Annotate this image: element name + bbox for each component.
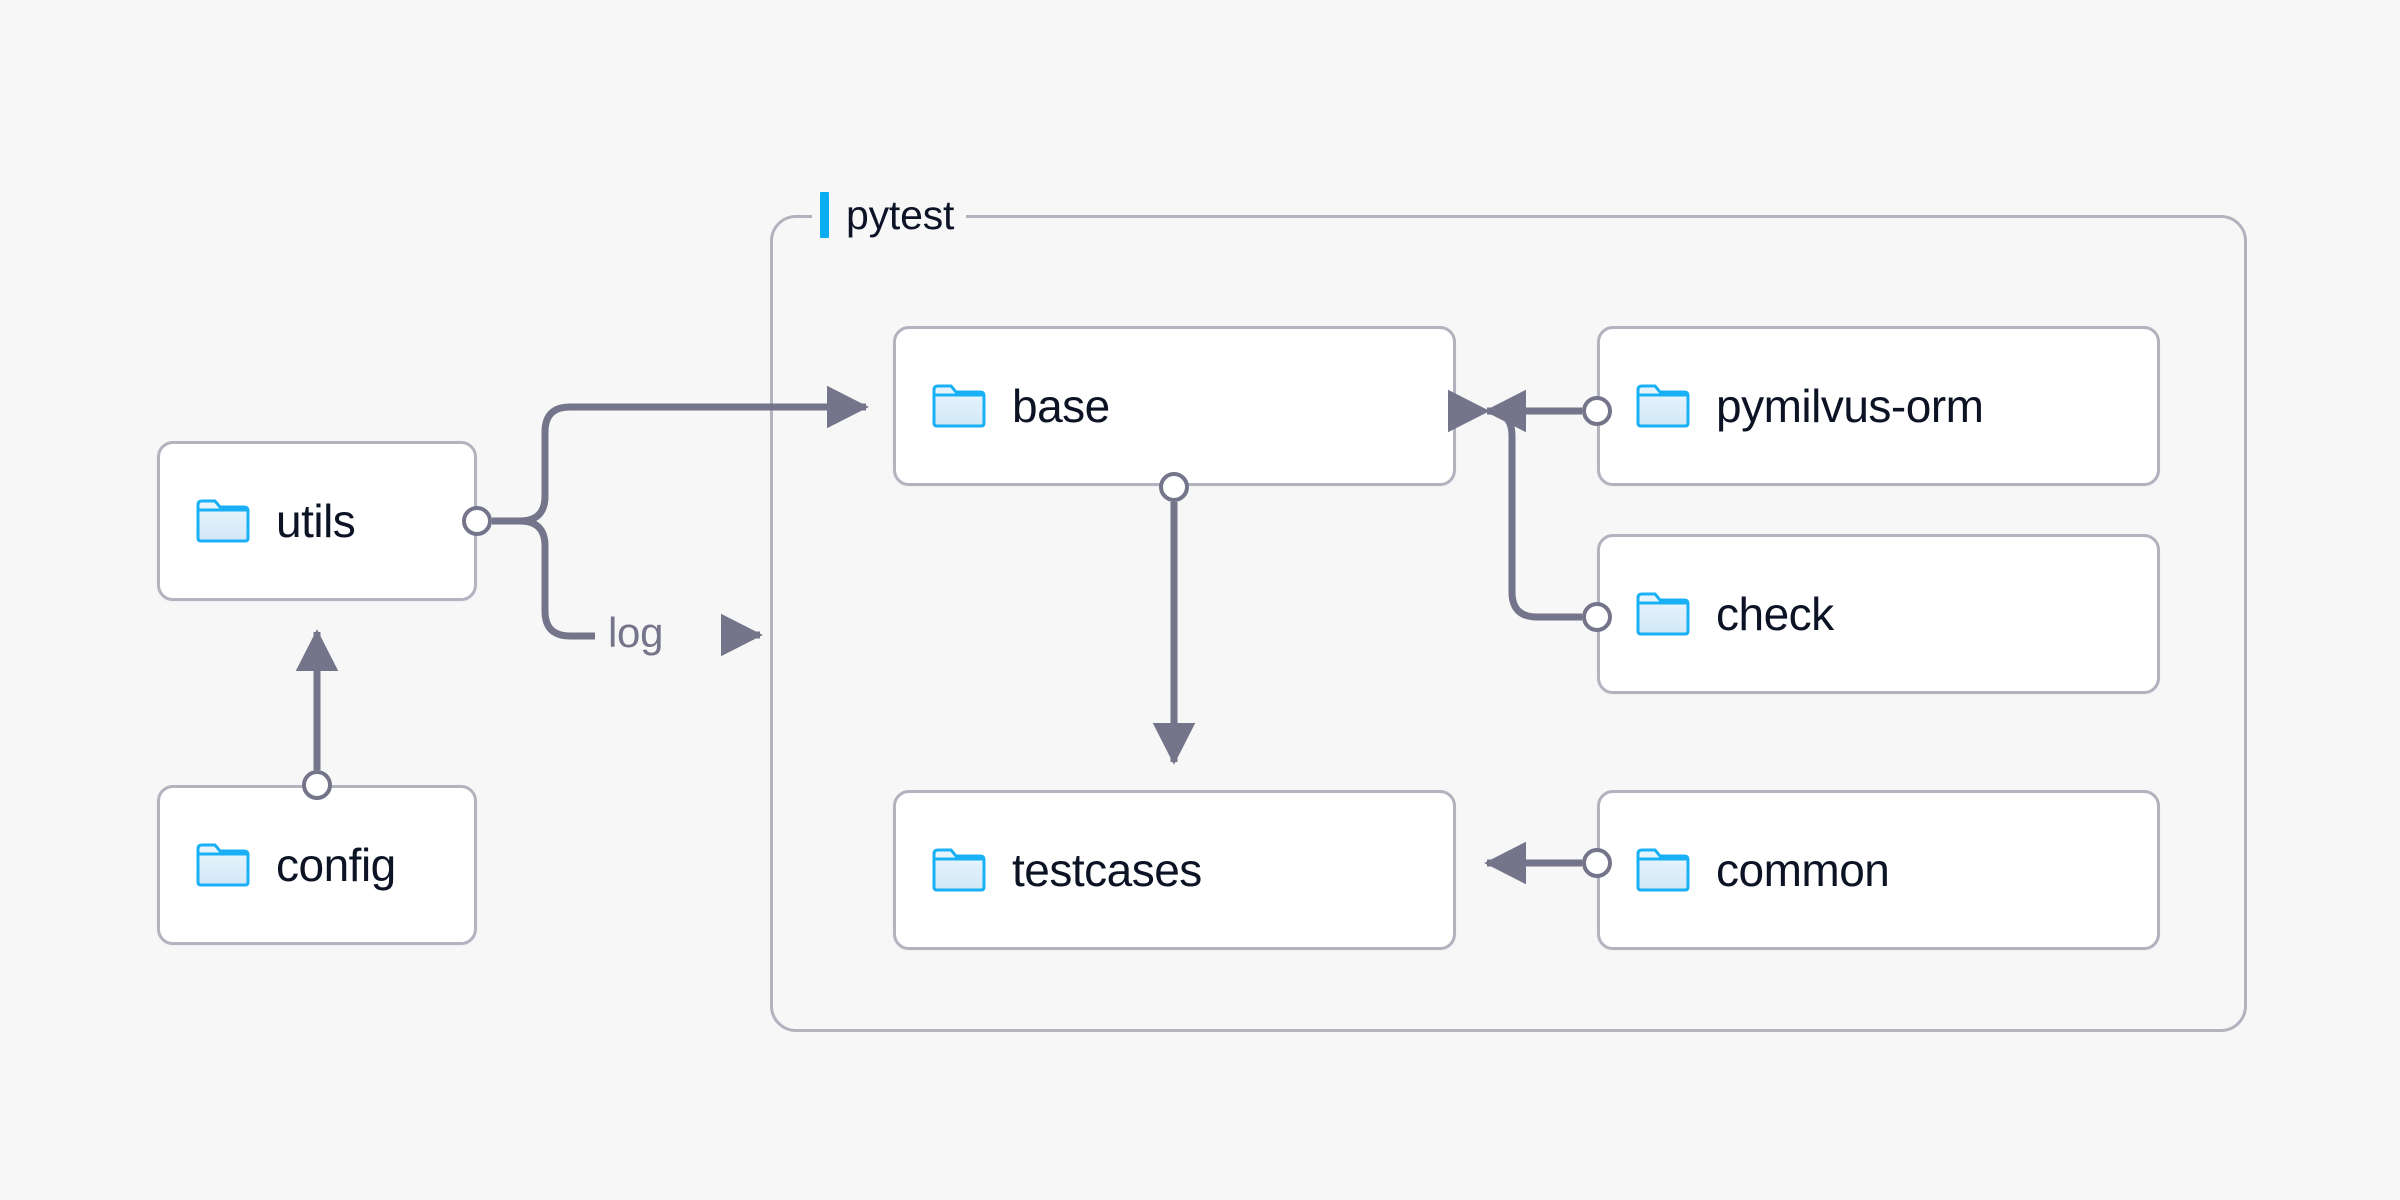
folder-icon <box>196 498 250 544</box>
folder-icon <box>1636 847 1690 893</box>
node-config[interactable]: config <box>157 785 477 945</box>
folder-icon <box>932 383 986 429</box>
group-pytest[interactable] <box>770 215 2247 1032</box>
node-testcases-label: testcases <box>1012 844 1202 896</box>
folder-icon <box>1636 591 1690 637</box>
node-pymilvus-orm[interactable]: pymilvus-orm <box>1597 326 2160 486</box>
folder-icon <box>932 847 986 893</box>
group-accent-bar <box>820 192 829 238</box>
node-utils-label: utils <box>276 495 356 547</box>
folder-icon <box>1636 383 1690 429</box>
node-base[interactable]: base <box>893 326 1456 486</box>
node-base-label: base <box>1012 380 1110 432</box>
node-pymilvus-orm-label: pymilvus-orm <box>1716 380 1984 432</box>
node-check-label: check <box>1716 588 1834 640</box>
node-config-label: config <box>276 839 396 891</box>
handle-utils-right[interactable] <box>462 506 492 536</box>
handle-common-left[interactable] <box>1582 848 1612 878</box>
handle-check-left[interactable] <box>1582 602 1612 632</box>
node-utils[interactable]: utils <box>157 441 477 601</box>
edge-label-log: log <box>608 609 664 656</box>
node-common[interactable]: common <box>1597 790 2160 950</box>
handle-base-bottom[interactable] <box>1159 472 1189 502</box>
edge-utils-to-log <box>492 517 595 640</box>
group-pytest-label: pytest <box>812 188 967 242</box>
folder-icon <box>196 842 250 888</box>
handle-config-top[interactable] <box>302 770 332 800</box>
node-testcases[interactable]: testcases <box>893 790 1456 950</box>
node-check[interactable]: check <box>1597 534 2160 694</box>
group-pytest-label-text: pytest <box>846 191 955 238</box>
handle-pymilvus-orm-left[interactable] <box>1582 396 1612 426</box>
node-common-label: common <box>1716 844 1890 896</box>
